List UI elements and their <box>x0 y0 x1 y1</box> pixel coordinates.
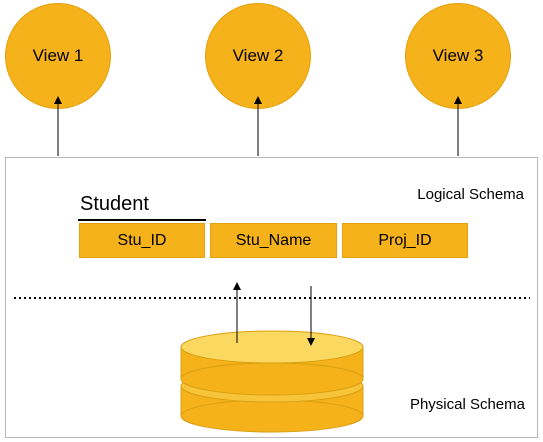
table-title-underline <box>78 219 206 221</box>
field-label: Proj_ID <box>378 231 432 249</box>
view-1-label: View 1 <box>32 46 84 65</box>
view-2-label: View 2 <box>232 46 284 65</box>
logical-schema-label: Logical Schema <box>417 186 524 203</box>
field-proj-id: Proj_ID <box>342 223 468 258</box>
view-2-circle: View 2 <box>205 3 311 109</box>
physical-schema-label: Physical Schema <box>409 396 525 413</box>
field-stu-name: Stu_Name <box>210 223 337 258</box>
field-label: Stu_ID <box>117 231 167 249</box>
storage-disk-icon <box>180 330 364 433</box>
view-3-label: View 3 <box>432 46 484 65</box>
view-3-circle: View 3 <box>405 3 511 109</box>
view-1-circle: View 1 <box>5 3 111 109</box>
field-stu-id: Stu_ID <box>79 223 205 258</box>
field-label: Stu_Name <box>235 231 312 249</box>
table-title: Student <box>80 193 149 215</box>
